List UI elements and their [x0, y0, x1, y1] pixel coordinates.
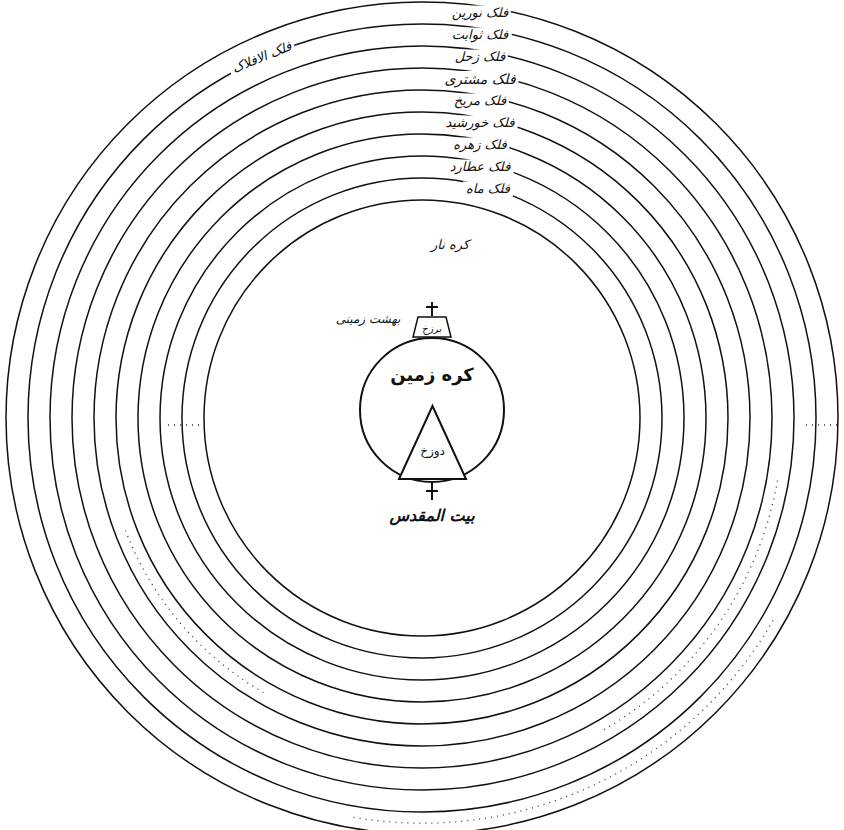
sphere-ring — [94, 90, 750, 746]
sphere-label: فلک زهره — [450, 138, 509, 153]
earth-sphere: کره زمین دوزخ — [359, 337, 505, 483]
earth-circle — [360, 338, 504, 482]
hell-cone: دوزخ — [398, 405, 467, 480]
dotted-arcs — [124, 425, 840, 823]
sphere-ring — [204, 200, 640, 636]
node-text: کره زمین — [359, 365, 505, 385]
sphere-ring — [72, 68, 772, 768]
purgatory-trapezoid — [413, 317, 451, 337]
dotted-arc — [352, 621, 773, 824]
sphere-ring — [138, 134, 706, 702]
node-text: دوزخ — [398, 445, 467, 458]
cross-symbol — [426, 302, 438, 316]
dotted-line — [168, 424, 200, 425]
place-label: کره نار — [428, 238, 472, 253]
node-text: برزخ — [412, 323, 452, 334]
purgatory-mount: برزخ — [412, 316, 452, 338]
sphere-rings — [6, 2, 838, 830]
hell-cone-outline — [398, 405, 467, 480]
sphere-ring — [50, 46, 794, 790]
sphere-ring — [28, 24, 816, 812]
sphere-ring — [182, 178, 662, 658]
sphere-label: فلک مشتری — [441, 71, 518, 87]
sphere-label: فلک زحل — [452, 50, 508, 65]
hell-triangle — [399, 406, 466, 479]
dotted-arc — [603, 481, 778, 731]
place-label: بهشت زمینی — [333, 313, 404, 327]
dotted-line — [806, 424, 840, 425]
sphere-label: فلک عطارد — [447, 160, 514, 175]
sphere-ring — [6, 2, 838, 830]
sphere-ring — [160, 156, 684, 680]
sphere-label: فلک نورین — [449, 6, 511, 21]
sphere-label: فلک مریخ — [451, 94, 509, 109]
sphere-label: فلک خورشید — [443, 116, 518, 131]
sphere-label: فلک ماه — [463, 182, 513, 197]
dotted-arc — [124, 526, 264, 692]
sphere-label: فلک ثوابت — [449, 28, 512, 43]
sphere-ring — [116, 112, 728, 724]
cross-symbol — [426, 483, 438, 500]
place-label: بیت المقدس — [386, 507, 477, 525]
